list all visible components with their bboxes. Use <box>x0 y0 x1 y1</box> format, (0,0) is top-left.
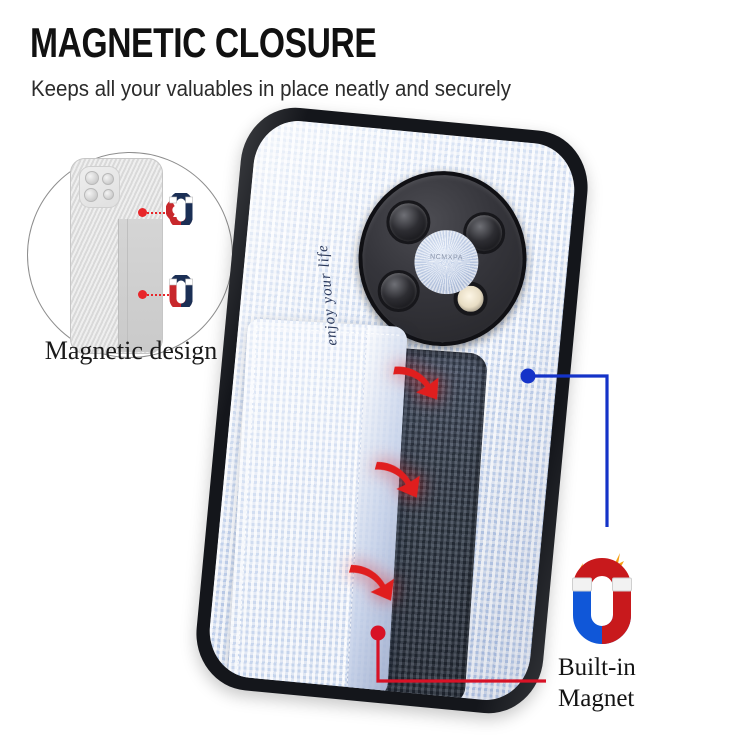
diagram-lens-icon <box>102 173 114 185</box>
diagram-phone-illustration <box>70 158 163 354</box>
direction-arrow-icon <box>340 559 401 611</box>
diagram-anchor-dot-bottom <box>138 290 147 299</box>
diagram-lens-icon <box>84 188 98 202</box>
card-holder-flap <box>227 318 408 699</box>
diagram-anchor-dot-top <box>138 208 147 217</box>
camera-lens-icon <box>377 269 421 313</box>
diagram-camera-bump <box>79 166 120 208</box>
horseshoe-magnet-icon <box>165 191 196 229</box>
built-in-magnet-caption: Built-in Magnet <box>520 652 750 714</box>
flap-stitching <box>236 324 258 685</box>
page-title: MAGNETIC CLOSURE <box>30 19 377 66</box>
camera-module: NCMXPA <box>356 169 529 349</box>
page-subtitle: Keeps all your valuables in place neatly… <box>31 76 511 101</box>
caption-line-2: Magnet <box>558 685 635 712</box>
phone-case-photo: NCMXPA enjoy your life <box>186 102 606 724</box>
horseshoe-magnet-icon <box>166 273 196 311</box>
diagram-lens-icon <box>85 171 99 185</box>
caption-line-1: Built-in <box>558 654 636 681</box>
diagram-caption: Magnetic design <box>44 336 218 365</box>
diagram-lens-icon <box>103 189 114 200</box>
diagram-leader-line-bottom <box>147 294 169 296</box>
phone-case-body: NCMXPA enjoy your life <box>191 102 593 719</box>
horseshoe-magnet-icon <box>556 553 652 645</box>
camera-brand-text: NCMXPA <box>429 253 464 262</box>
woven-fabric-panel: NCMXPA enjoy your life <box>205 117 579 704</box>
direction-arrow-icon <box>386 360 445 409</box>
diagram-leader-line-top <box>147 212 169 214</box>
diagram-card-stitch <box>127 219 128 352</box>
direction-arrow-icon <box>366 456 427 508</box>
diagram-card-pocket <box>118 219 162 352</box>
